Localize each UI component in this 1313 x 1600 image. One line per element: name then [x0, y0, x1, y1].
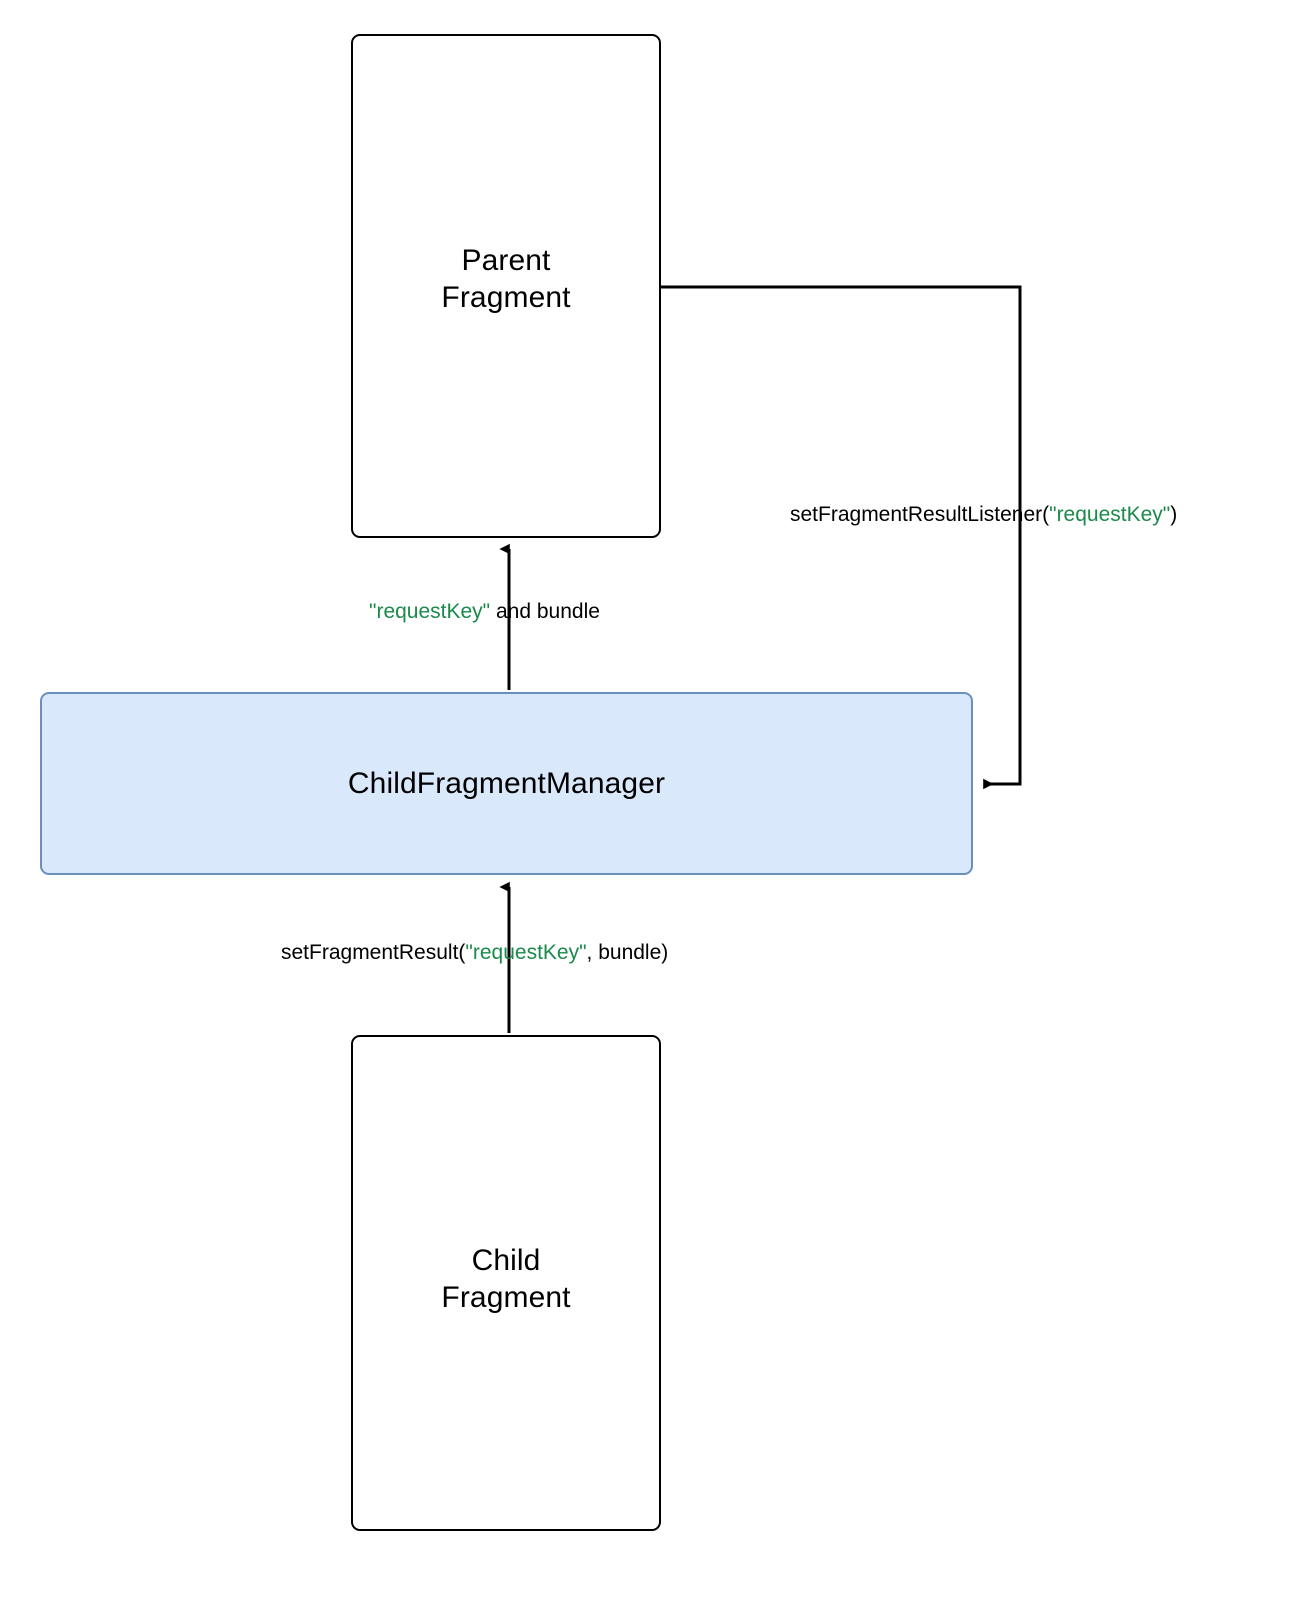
node-child-fragment[interactable]: Child Fragment: [351, 1035, 661, 1531]
edge-label-set-result-key: "requestKey": [465, 941, 587, 964]
node-child-fragment-manager[interactable]: ChildFragmentManager: [40, 692, 973, 875]
edge-label-set-fragment-result-listener: setFragmentResultListener("requestKey"): [790, 504, 1177, 525]
edge-label-set-result-prefix: setFragmentResult(: [281, 941, 466, 964]
edge-label-request-key-and-bundle: "requestKey" and bundle: [369, 601, 600, 622]
node-parent-fragment[interactable]: Parent Fragment: [351, 34, 661, 538]
edge-label-listener-key: "requestKey": [1049, 503, 1171, 526]
edge-label-listener-suffix: ): [1170, 503, 1178, 526]
edge-label-listener-prefix: setFragmentResultListener(: [790, 503, 1050, 526]
edge-label-result-up-key: "requestKey": [369, 600, 491, 623]
edge-label-set-fragment-result: setFragmentResult("requestKey", bundle): [281, 942, 668, 963]
node-parent-fragment-label: Parent Fragment: [441, 243, 571, 315]
edge-label-set-result-suffix: , bundle): [586, 941, 669, 964]
node-child-fragment-label: Child Fragment: [441, 1243, 571, 1315]
edge-label-result-up-suffix: and bundle: [490, 600, 600, 623]
node-child-fragment-manager-label: ChildFragmentManager: [347, 766, 666, 800]
